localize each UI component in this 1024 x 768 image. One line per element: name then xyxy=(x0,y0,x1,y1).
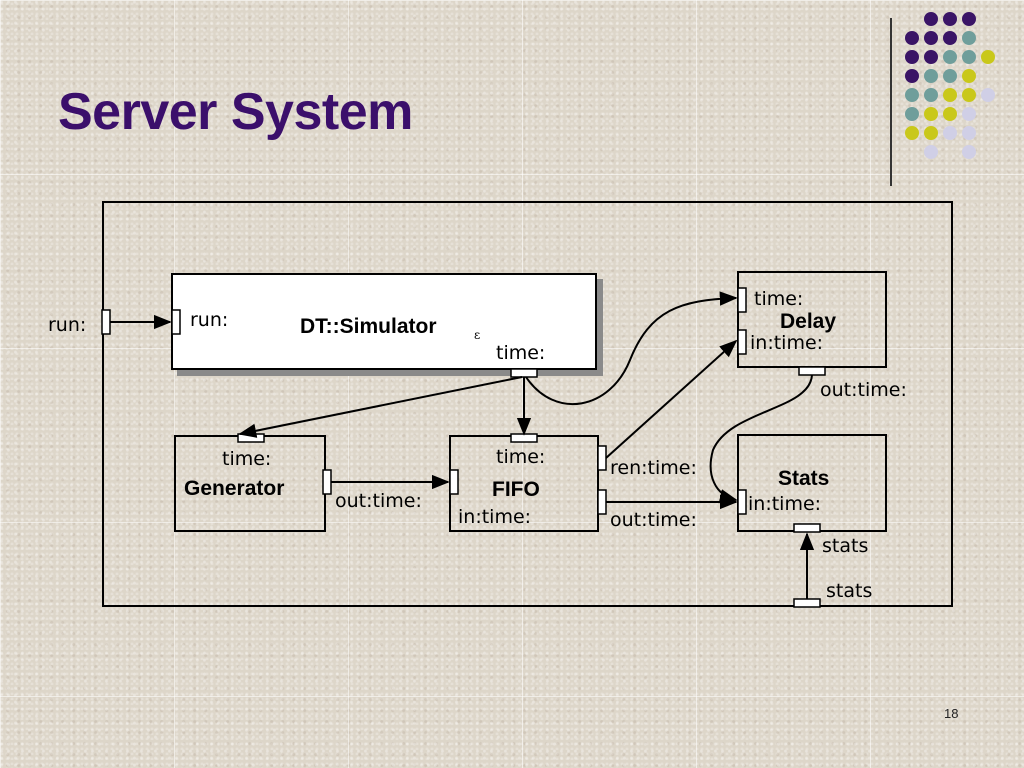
decorative-dot xyxy=(962,88,976,102)
stats-in-label: in:time: xyxy=(748,493,821,515)
decorative-dot xyxy=(962,69,976,83)
generator-time-port xyxy=(237,433,265,443)
generator-out-port xyxy=(322,469,332,495)
delay-in-label: in:time: xyxy=(750,332,823,354)
fifo-in-label: in:time: xyxy=(458,506,531,528)
decorative-dot xyxy=(943,126,957,140)
simulator-run-port xyxy=(171,309,181,335)
decorative-dot xyxy=(962,50,976,64)
decorative-dot xyxy=(924,12,938,26)
decorative-dot xyxy=(905,88,919,102)
simulator-time-label: time: xyxy=(496,342,545,364)
fifo-name: FIFO xyxy=(492,478,540,501)
decorative-dot xyxy=(962,107,976,121)
decorative-dot xyxy=(981,50,995,64)
slide-title: Server System xyxy=(58,83,413,141)
delay-time-port xyxy=(737,287,747,313)
decorative-dot xyxy=(924,50,938,64)
simulator-time-port xyxy=(510,368,538,378)
decorative-dot xyxy=(962,126,976,140)
decorative-dot xyxy=(924,107,938,121)
simulator-name: DT::Simulator xyxy=(300,315,437,338)
decorative-dot xyxy=(924,126,938,140)
decorative-dot xyxy=(962,12,976,26)
simulator-block xyxy=(171,273,597,370)
delay-out-label: out:time: xyxy=(820,379,907,401)
decorative-dot xyxy=(962,31,976,45)
fifo-in-port xyxy=(449,469,459,495)
decorative-dot xyxy=(924,31,938,45)
stats-stats-port xyxy=(793,523,821,533)
simulator-run-label: run: xyxy=(190,309,228,331)
delay-to-stats-connection xyxy=(709,374,813,504)
decorative-dot xyxy=(905,107,919,121)
decorative-dot xyxy=(943,69,957,83)
delay-time-label: time: xyxy=(754,288,803,310)
delay-name: Delay xyxy=(780,310,836,333)
decorative-dot xyxy=(905,126,919,140)
fifo-ren-port xyxy=(597,445,607,471)
decorative-dot xyxy=(943,107,957,121)
external-run-port xyxy=(101,309,111,335)
stats-in-port xyxy=(737,489,747,515)
decorative-dot xyxy=(962,145,976,159)
decorative-dot xyxy=(943,31,957,45)
fifo-time-port xyxy=(510,433,538,443)
decorative-dot xyxy=(924,69,938,83)
sim-to-delay-connection xyxy=(525,291,738,405)
external-run-label: run: xyxy=(48,314,86,336)
decorative-dot xyxy=(924,145,938,159)
sim-to-generator-connection xyxy=(238,376,523,438)
external-stats-label: stats xyxy=(826,580,872,602)
delay-out-port xyxy=(798,366,826,376)
generator-name: Generator xyxy=(184,477,284,500)
decorative-dot-grid xyxy=(905,12,1015,172)
decorative-dot xyxy=(943,50,957,64)
fifo-out-label: out:time: xyxy=(610,509,697,531)
decorative-dot xyxy=(905,69,919,83)
header-divider xyxy=(890,18,892,186)
decorative-dot xyxy=(981,88,995,102)
generator-out-label: out:time: xyxy=(335,490,422,512)
decorative-dot xyxy=(905,50,919,64)
system-boundary xyxy=(102,201,953,607)
fifo-out-port xyxy=(597,489,607,515)
stats-name: Stats xyxy=(778,467,829,490)
generator-time-label: time: xyxy=(222,448,271,470)
stats-stats-label: stats xyxy=(822,535,868,557)
decorative-dot xyxy=(943,88,957,102)
decorative-dot xyxy=(905,31,919,45)
fifo-time-label: time: xyxy=(496,446,545,468)
decorative-dot xyxy=(943,12,957,26)
simulator-subscript: ε xyxy=(474,328,480,342)
delay-in-port xyxy=(737,329,747,355)
external-stats-port xyxy=(793,598,821,608)
decorative-dot xyxy=(924,88,938,102)
page-number: 18 xyxy=(944,706,959,721)
fifo-ren-label: ren:time: xyxy=(610,457,697,479)
fifo-ren-to-delay-connection xyxy=(605,339,738,459)
